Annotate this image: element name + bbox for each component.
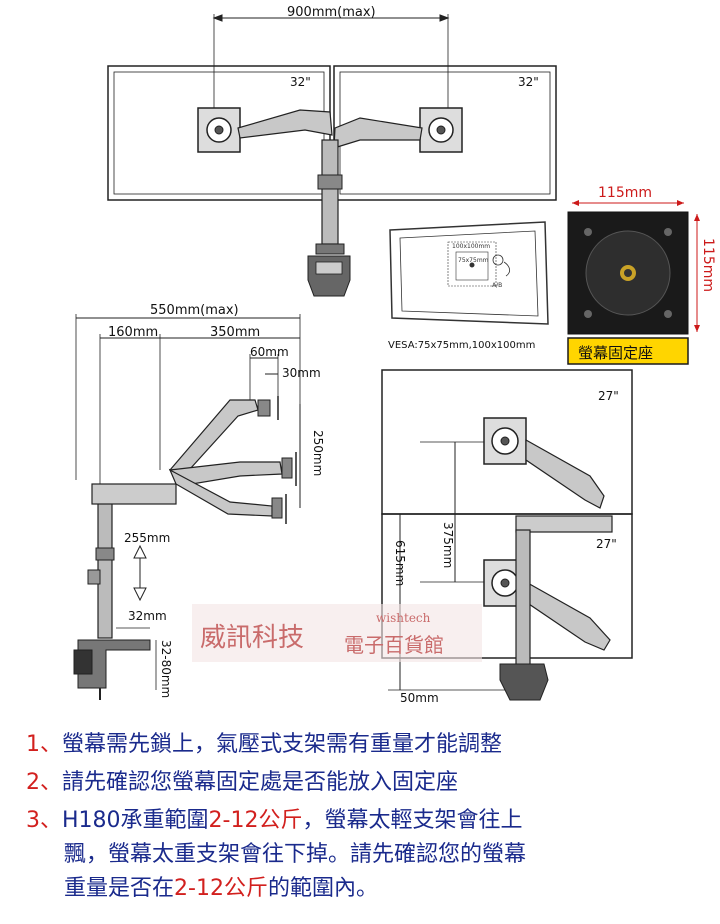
side-30-label: 30mm [282,366,321,380]
note-1-text: 螢幕需先鎖上，氣壓式支架需有重量才能調整 [62,732,503,757]
stack-27-label-top: 27" [598,389,619,403]
plate-height-label: 115mm [700,238,716,292]
side-255-label: 255mm [124,531,170,545]
side-350-label: 350mm [210,325,260,340]
side-view-arm [73,314,301,700]
mount-plate [567,200,700,365]
side-60-label: 60mm [250,345,289,359]
side-32-label: 32mm [128,609,167,623]
notes-section: 1、螢幕需先鎖上，氣壓式支架需有重量才能調整 2、請先確認您螢幕固定處是否能放入… [0,720,720,924]
note-1: 1、螢幕需先鎖上，氣壓式支架需有重量才能調整 [26,728,706,762]
plate-width-label: 115mm [598,185,652,201]
stack-27-label-bottom: 27" [596,537,617,551]
vesa-100-label: 100x100mm [452,243,490,250]
note-3-line-3-pre: 重量是否在 [64,876,175,901]
note-1-number: 1、 [26,732,62,757]
watermark-cn: 威訊科技 [200,623,304,653]
stack-615-label: 615mm [393,540,407,586]
vesa-ab-label: A/B [492,282,502,289]
note-2: 2、請先確認您螢幕固定處是否能放入固定座 [26,766,706,800]
side-250-label: 250mm [311,430,325,476]
monitor-size-label-left: 32" [290,75,311,89]
note-2-text: 請先確認您螢幕固定處是否能放入固定座 [62,770,459,795]
side-total-label: 550mm(max) [150,303,239,318]
plate-caption: 螢幕固定座 [578,344,653,362]
dual-monitor-view [107,14,557,297]
vesa-spec-label: VESA:75x75mm,100x100mm [388,340,535,351]
note-3-weight-2: 2-12公斤 [174,876,268,901]
note-3: 3、H180承重範圍2-12公斤，螢幕太輕支架會往上 飄，螢幕太重支架會往下掉。… [26,804,706,906]
monitor-size-label-right: 32" [518,75,539,89]
note-3-weight-1: 2-12公斤 [208,808,303,833]
watermark: 威訊科技 wishtech 電子百貨館 [192,604,482,662]
note-3-pre: H180承重範圍 [62,808,209,833]
note-3-line-3-post: 的範圍內。 [267,876,378,901]
note-2-number: 2、 [26,770,62,795]
note-3-post: ，螢幕太輕支架會往上 [302,808,523,833]
side-160-label: 160mm [108,325,158,340]
vesa-monitor-back [389,221,549,325]
stack-50-label: 50mm [400,691,439,705]
product-diagram: 900mm(max) 32" 32" 100x100mm 75x75mm A/B… [73,5,716,705]
watermark-en: wishtech [376,611,431,625]
note-3-number: 3、 [26,808,62,833]
watermark-cn2: 電子百貨館 [344,633,444,657]
vesa-75-label: 75x75mm [458,257,489,264]
top-width-label: 900mm(max) [287,5,376,20]
stacked-monitor-view [381,369,633,701]
note-3-line-2: 飄，螢幕太重支架會往下掉。請先確認您的螢幕 [64,842,527,867]
stack-375-label: 375mm [441,522,455,568]
side-clamp-label: 32-80mm [159,640,173,698]
